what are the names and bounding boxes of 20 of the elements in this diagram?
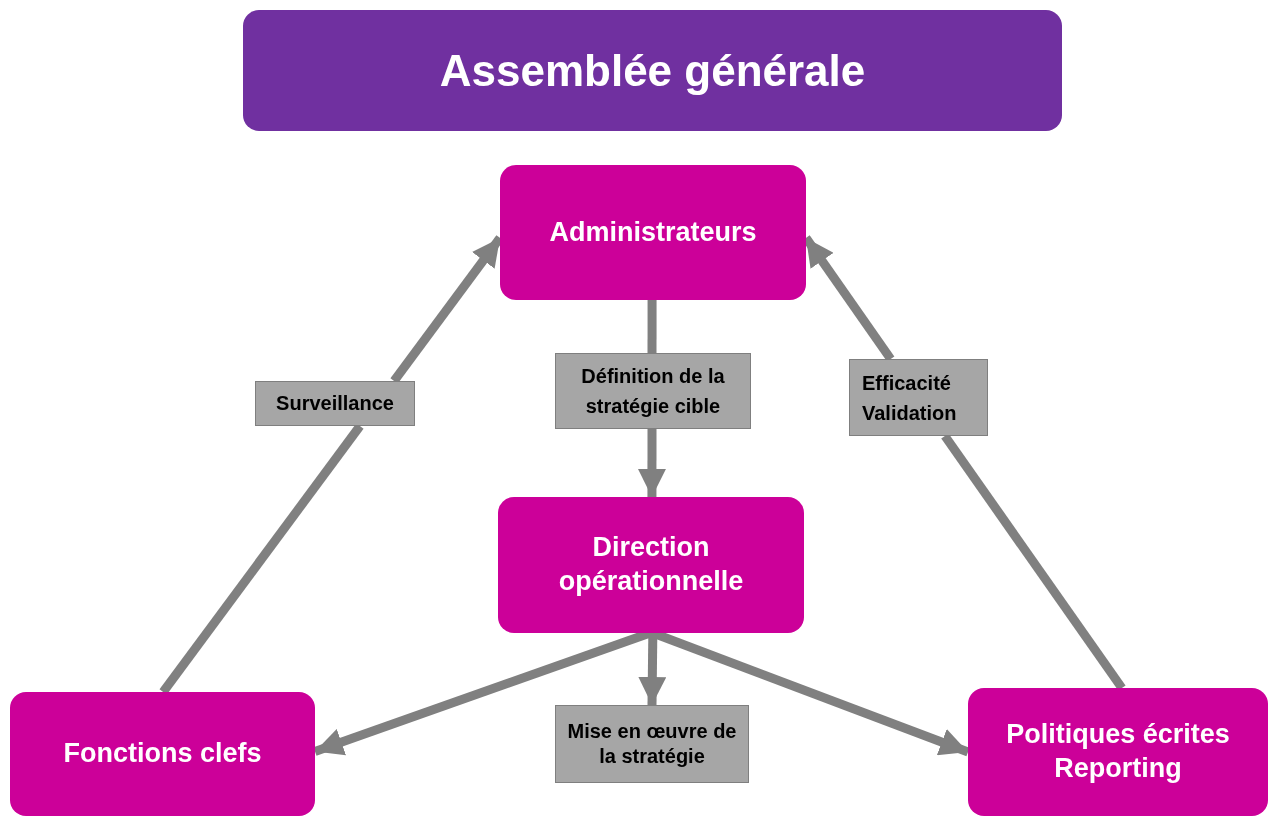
box-text: Administrateurs xyxy=(549,215,757,249)
box-text: Mise en œuvre de la stratégie xyxy=(566,719,738,769)
box-text: Surveillance xyxy=(276,391,394,416)
role-box xyxy=(500,165,806,300)
box-text: Efficacité Validation xyxy=(862,370,958,426)
label-box xyxy=(849,359,988,436)
box-text: Définition de la stratégie cible xyxy=(580,364,726,419)
box-text: Direction opérationnelle xyxy=(557,531,745,598)
box-text: Assemblée générale xyxy=(439,45,866,97)
label-box xyxy=(555,353,751,429)
title-banner xyxy=(243,10,1062,131)
box-text: Fonctions clefs xyxy=(63,737,262,771)
role-box xyxy=(10,692,315,816)
role-box xyxy=(968,688,1268,816)
box-text: Politiques écrites Reporting xyxy=(1005,718,1231,785)
arrow xyxy=(638,632,667,706)
action-box xyxy=(555,705,749,783)
label-box xyxy=(255,381,415,426)
arrow xyxy=(637,429,666,497)
role-box xyxy=(498,497,804,633)
